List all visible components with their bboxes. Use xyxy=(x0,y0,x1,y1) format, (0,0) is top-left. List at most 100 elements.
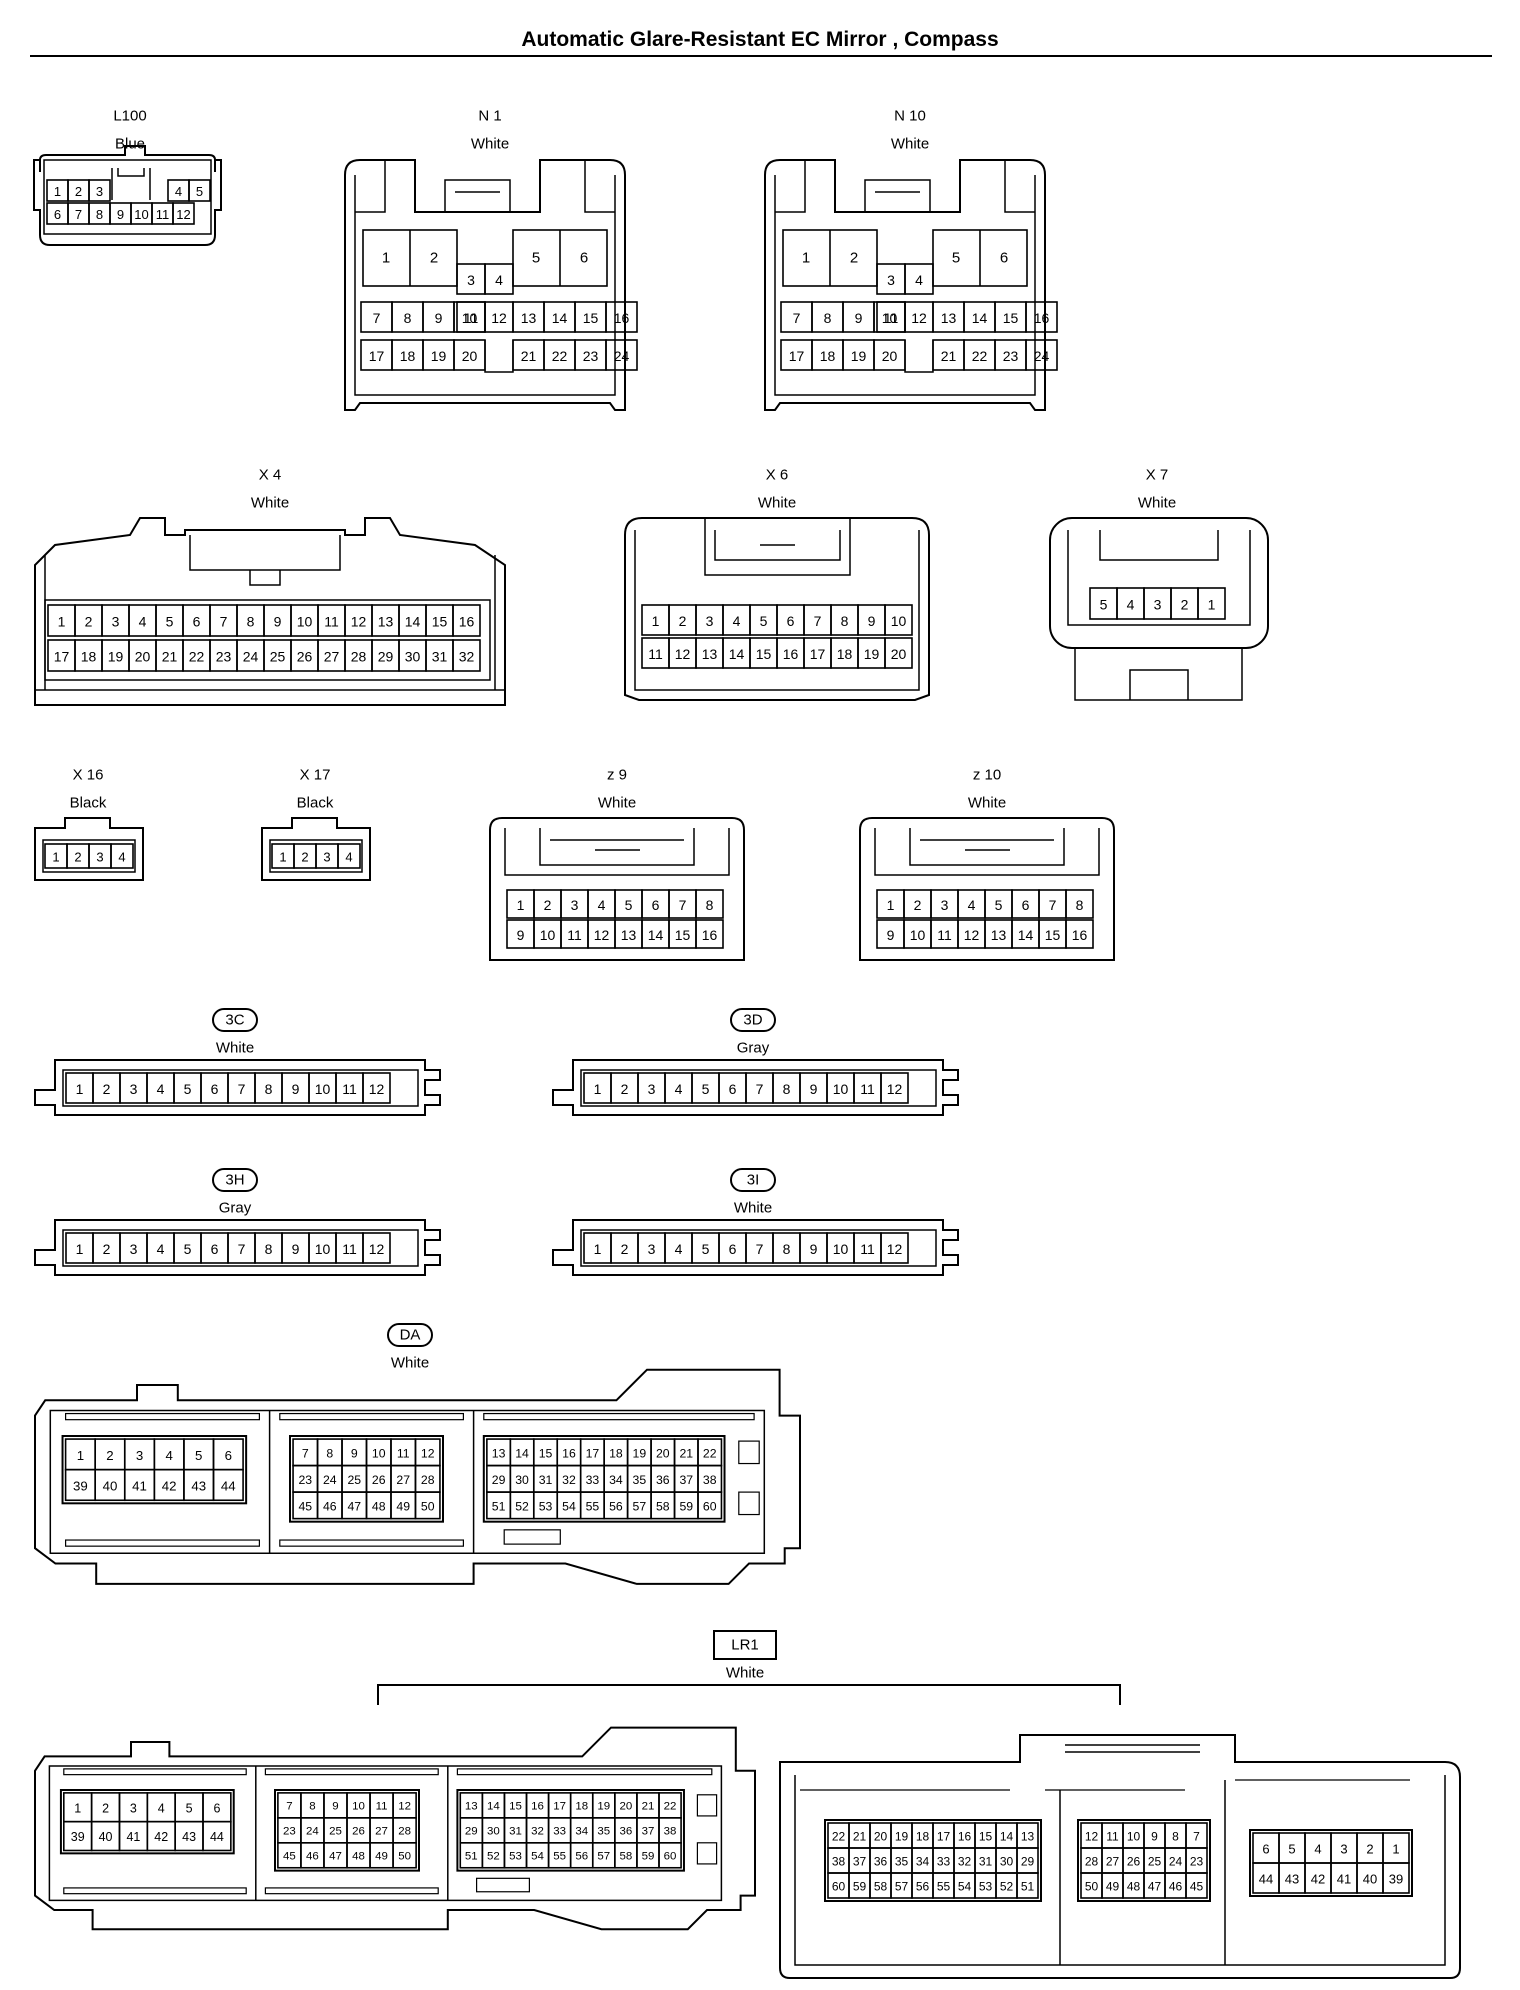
rail xyxy=(800,1779,1410,1791)
pin-20: 20 xyxy=(882,348,898,364)
pin-34: 34 xyxy=(575,1825,588,1837)
pin-23: 23 xyxy=(283,1825,296,1837)
connector-housing xyxy=(34,1368,801,1585)
connector-id: z 10 xyxy=(973,767,1001,784)
pin-4: 4 xyxy=(598,897,606,913)
connector-housing xyxy=(552,1059,959,1116)
pin-48: 48 xyxy=(1127,1880,1141,1894)
pin-10: 10 xyxy=(297,614,313,630)
pin-cell xyxy=(337,843,361,869)
pin-3: 3 xyxy=(648,1081,656,1097)
pin-10: 10 xyxy=(910,927,926,943)
pin-cell xyxy=(484,263,514,295)
pin-24: 24 xyxy=(323,1473,337,1487)
pin-3: 3 xyxy=(1154,597,1162,613)
pin-16: 16 xyxy=(1034,310,1050,326)
pin-30: 30 xyxy=(515,1473,529,1487)
pin-45: 45 xyxy=(283,1850,296,1862)
pin-56: 56 xyxy=(609,1499,623,1513)
pin-21: 21 xyxy=(642,1800,655,1812)
pin-5: 5 xyxy=(952,250,960,267)
connector-housing-b xyxy=(779,1734,1461,1979)
pin-21: 21 xyxy=(521,348,537,364)
pin-35: 35 xyxy=(895,1855,909,1869)
pin-7: 7 xyxy=(679,897,687,913)
pin-cell xyxy=(695,889,724,919)
pin-48: 48 xyxy=(352,1850,365,1862)
pin-6: 6 xyxy=(787,613,795,629)
pin-13: 13 xyxy=(1021,1830,1035,1844)
pin-5: 5 xyxy=(532,250,540,267)
connector-id: DA xyxy=(400,1327,421,1344)
pin-19: 19 xyxy=(864,646,880,662)
pin-8: 8 xyxy=(1076,897,1084,913)
pin-7: 7 xyxy=(75,207,82,222)
pin-10: 10 xyxy=(833,1081,849,1097)
pin-block xyxy=(824,1819,1042,1902)
pin-8: 8 xyxy=(783,1081,791,1097)
pin-6: 6 xyxy=(729,1241,737,1257)
pin-1: 1 xyxy=(58,614,66,630)
pin-2: 2 xyxy=(103,1241,111,1257)
pin-13: 13 xyxy=(702,646,718,662)
pin-39: 39 xyxy=(1389,1872,1403,1887)
housing-detail xyxy=(504,828,730,876)
pin-6: 6 xyxy=(213,1801,220,1815)
pin-20: 20 xyxy=(462,348,478,364)
pin-44: 44 xyxy=(210,1830,224,1844)
pin-3: 3 xyxy=(323,850,330,865)
pin-5: 5 xyxy=(166,614,174,630)
pin-15: 15 xyxy=(583,310,599,326)
pin-2: 2 xyxy=(75,184,82,199)
pin-30: 30 xyxy=(487,1825,500,1837)
pin-46: 46 xyxy=(1169,1880,1183,1894)
pin-3: 3 xyxy=(130,1241,138,1257)
pin-16: 16 xyxy=(1072,927,1088,943)
pin-19: 19 xyxy=(108,649,124,665)
pin-3: 3 xyxy=(467,272,475,288)
pin-57: 57 xyxy=(633,1499,647,1513)
pin-24: 24 xyxy=(1169,1855,1183,1869)
connector-housing xyxy=(1049,517,1269,649)
connector-color: Black xyxy=(297,795,334,812)
connector-id-box xyxy=(713,1630,777,1660)
connector-housing xyxy=(489,817,745,961)
pin-14: 14 xyxy=(972,310,988,326)
pin-14: 14 xyxy=(729,646,745,662)
pin-24: 24 xyxy=(243,649,259,665)
side-slot xyxy=(738,1440,760,1465)
pin-cell xyxy=(452,639,481,672)
pin-5: 5 xyxy=(186,1801,193,1815)
pin-27: 27 xyxy=(324,649,340,665)
pin-10: 10 xyxy=(315,1081,331,1097)
pin-1: 1 xyxy=(887,897,895,913)
connector-id-pill xyxy=(212,1008,258,1032)
pin-4: 4 xyxy=(165,1448,172,1463)
pin-1: 1 xyxy=(652,613,660,629)
pin-59: 59 xyxy=(853,1880,867,1894)
pin-cell xyxy=(605,301,638,333)
pin-1: 1 xyxy=(54,184,61,199)
pin-16: 16 xyxy=(783,646,799,662)
pin-17: 17 xyxy=(553,1800,566,1812)
pin-23: 23 xyxy=(583,348,599,364)
pin-57: 57 xyxy=(597,1850,610,1862)
pin-51: 51 xyxy=(465,1850,478,1862)
pin-9: 9 xyxy=(292,1081,300,1097)
pin-6: 6 xyxy=(1262,1842,1269,1857)
housing-detail xyxy=(774,160,1036,396)
pin-4: 4 xyxy=(175,184,182,199)
pin-cell xyxy=(697,1491,723,1520)
pin-6: 6 xyxy=(225,1448,232,1463)
connector-id-pill xyxy=(730,1168,776,1192)
pin-20: 20 xyxy=(619,1800,632,1812)
pin-5: 5 xyxy=(1100,597,1108,613)
pin-50: 50 xyxy=(398,1850,411,1862)
pin-8: 8 xyxy=(326,1446,333,1460)
pin-12: 12 xyxy=(491,310,507,326)
pin-9: 9 xyxy=(887,927,895,943)
pin-10: 10 xyxy=(540,927,556,943)
pin-42: 42 xyxy=(1311,1872,1325,1887)
pin-52: 52 xyxy=(487,1850,500,1862)
